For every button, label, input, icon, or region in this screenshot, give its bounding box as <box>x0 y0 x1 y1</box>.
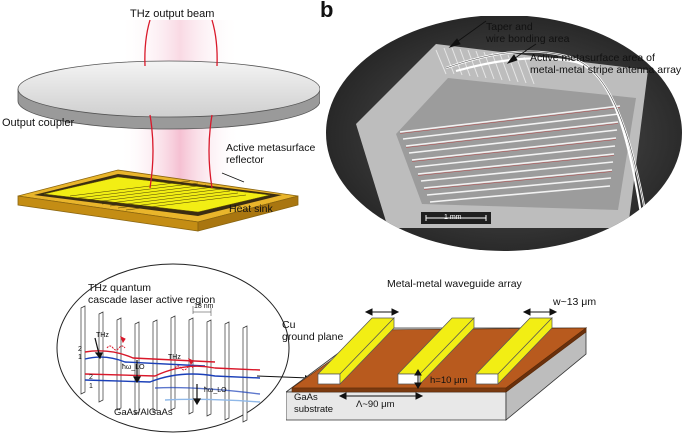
beam-edges <box>144 19 218 189</box>
ridge-3 <box>475 317 553 385</box>
lo-label-1: ħω_LO <box>122 364 145 371</box>
lo-phonon-arrows <box>94 337 202 406</box>
ground-plane-label: Cu ground plane <box>282 319 344 343</box>
material-label: GaAs/AlGaAs <box>114 407 173 418</box>
output-coupler-disc <box>17 60 320 130</box>
level-2b-label: 2 <box>89 374 93 381</box>
output-coupler-label: Output coupler <box>2 117 75 129</box>
substrate-label: GaAs substrate <box>294 392 334 415</box>
period-marker <box>192 306 212 316</box>
level-1-label: 1 <box>78 354 82 361</box>
level-2-label: 2 <box>78 346 82 353</box>
heat-sink-chip <box>17 169 299 232</box>
qcl-band-diagram <box>56 263 290 433</box>
lo-label-2: ħω_LO <box>204 387 227 394</box>
thz-label-2: THz <box>168 354 181 361</box>
active-area-label: Active metasurface area of metal-metal s… <box>530 52 682 76</box>
period-label: 18 nm <box>194 303 214 310</box>
qcl-title: THz quantum cascade laser active region <box>88 282 216 306</box>
scale-bar-label: 1 mm <box>444 214 462 221</box>
qcl-subbands <box>84 350 261 403</box>
ridge-width-label: w~13 μm <box>553 296 597 308</box>
thz-photons <box>106 335 194 371</box>
sem-pointers <box>448 20 537 64</box>
ridge-height-label: h=10 μm <box>430 375 468 386</box>
dimension-arrows <box>338 308 558 400</box>
sem-stripe-array <box>399 105 621 203</box>
panel-letter-b: b <box>320 0 334 22</box>
beam-label: THz output beam <box>130 8 215 20</box>
ridge-2 <box>397 317 475 385</box>
waveguide-array <box>286 308 588 421</box>
array-title: Metal-metal waveguide array <box>387 278 522 290</box>
taper-label: Taper and wire bonding area <box>486 21 570 45</box>
level-1b-label: 1 <box>89 383 93 390</box>
heat-sink-label: Heat sink <box>229 203 273 215</box>
qcl-barriers <box>80 305 248 423</box>
cavity-schematic <box>17 19 320 232</box>
thz-label-1: THz <box>96 332 109 339</box>
period-lambda-label: Λ~90 μm <box>356 399 395 410</box>
sem-image <box>326 16 682 251</box>
metasurface-leader <box>221 172 245 183</box>
ridge-1 <box>317 317 395 385</box>
metasurface-label: Active metasurface reflector <box>226 142 316 166</box>
